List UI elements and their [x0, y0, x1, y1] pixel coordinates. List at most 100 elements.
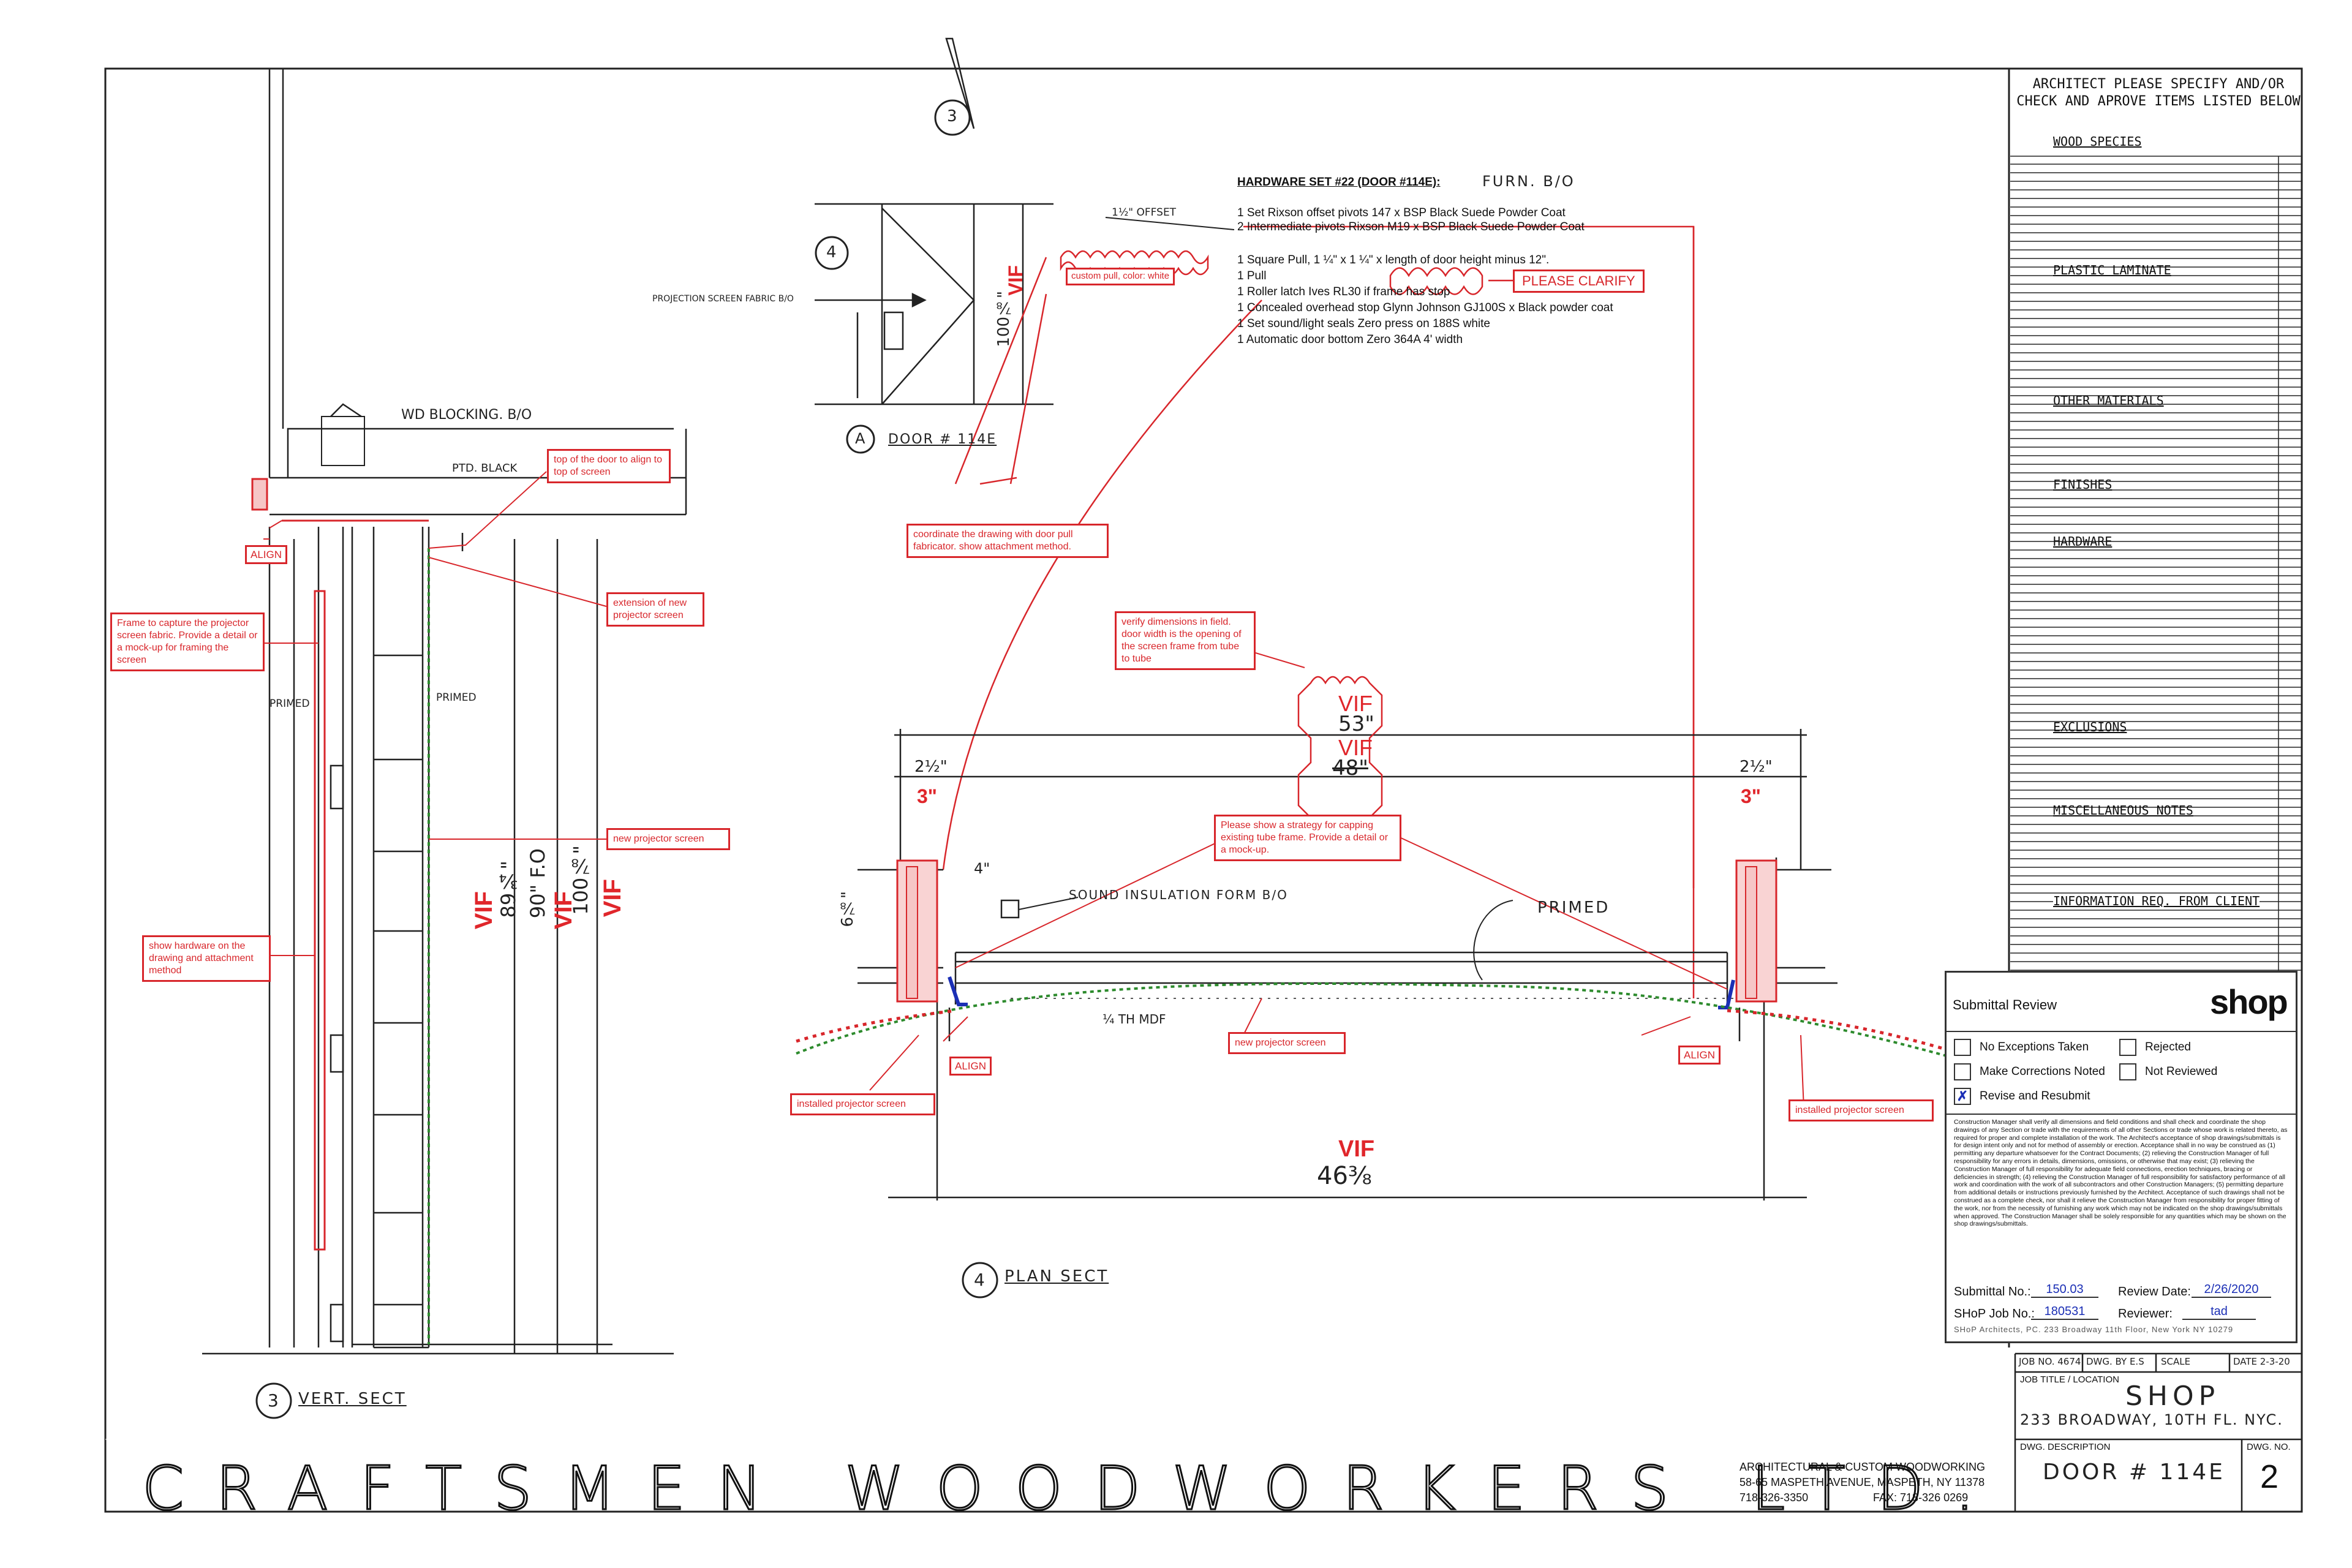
checkbox-icon[interactable] — [2119, 1039, 2136, 1056]
tb-job-title: SHOP — [2125, 1381, 2220, 1412]
review-footer: SHoP Architects, PC. 233 Broadway 11th F… — [1954, 1325, 2234, 1334]
section-info-req: INFORMATION REQ. FROM CLIENT — [2053, 894, 2260, 908]
tb-job-title-label: JOB TITLE / LOCATION — [2020, 1374, 2119, 1385]
top-of-door-note: top of the door to align to top of scree… — [547, 449, 671, 483]
dim-90: 90" F.O — [526, 848, 549, 919]
submittal-review-stamp: Submittal Review shop No Exceptions Take… — [1945, 971, 2297, 1343]
checkbox-icon[interactable] — [1954, 1063, 1971, 1080]
option-rejected[interactable]: Rejected — [2119, 1039, 2191, 1056]
tag-4-circle — [815, 236, 849, 270]
primed-label-left: PRIMED — [270, 698, 310, 710]
tag-4-plan-circle — [962, 1262, 998, 1298]
tag-a-circle — [846, 424, 875, 454]
submittal-no-label: Submittal No.: — [1954, 1285, 2031, 1298]
hardware-furn-note: FURN. B/O — [1482, 173, 1575, 190]
option-revise-resubmit[interactable]: ✗Revise and Resubmit — [1954, 1088, 2090, 1105]
ptd-black-label: PTD. BLACK — [452, 462, 518, 475]
section-misc-notes: MISCELLANEOUS NOTES — [2053, 803, 2193, 818]
dim-100-vert: 100⅞" — [569, 845, 592, 915]
align-tag-vert: ALIGN — [245, 545, 288, 565]
tag-3-vert-circle — [255, 1382, 292, 1419]
offset-note: 1½" OFFSET — [1112, 206, 1177, 219]
verify-dims-note: verify dimensions in field. door width i… — [1115, 611, 1256, 670]
plan-sect-label: PLAN SECT — [1005, 1267, 1109, 1286]
checklist-grid — [2010, 156, 2302, 974]
company-name: CRAFTSMEN WOODWORKERS LTD. — [141, 1453, 2007, 1524]
tb-dwg-by: DWG. BY E.S — [2086, 1356, 2144, 1367]
dim-6: 6⅞" — [839, 891, 857, 927]
detail-a — [815, 37, 1235, 405]
show-hardware-note: show hardware on the drawing and attachm… — [142, 935, 271, 982]
option-make-corrections[interactable]: Make Corrections Noted — [1954, 1063, 2105, 1080]
reviewer-label: Reviewer: — [2118, 1307, 2173, 1321]
hardware-line-2: 2 Intermediate pivots Rixson M19 x BSP B… — [1237, 221, 1585, 233]
option-no-exceptions[interactable]: No Exceptions Taken — [1954, 1039, 2089, 1056]
tb-dwg-no: 2 — [2260, 1458, 2279, 1495]
dim-3-left: 3" — [917, 785, 937, 807]
coordinate-note: coordinate the drawing with door pull fa… — [907, 524, 1109, 558]
dim-2-right: 2½" — [1740, 758, 1773, 776]
plan-section — [858, 729, 1838, 1200]
capping-note: Please show a strategy for capping exist… — [1214, 815, 1401, 861]
tag-a-text: A — [855, 430, 865, 447]
hardware-line-3: 1 Square Pull, 1 ¼" x 1 ¼" x length of d… — [1237, 254, 1550, 266]
reviewer-value: tad — [2182, 1305, 2256, 1320]
hardware-line-6: 1 Concealed overhead stop Glynn Johnson … — [1237, 301, 1613, 314]
submittal-no-value: 150.03 — [2031, 1283, 2098, 1298]
tag-3-circle — [934, 99, 971, 136]
section-hardware: HARDWARE — [2053, 534, 2113, 549]
review-date-label: Review Date: — [2118, 1285, 2191, 1298]
custom-pull-note: custom pull, color: white — [1066, 268, 1175, 285]
checkbox-icon[interactable] — [1954, 1039, 1971, 1056]
section-finishes: FINISHES — [2053, 477, 2113, 492]
sound-insulation-label: SOUND INSULATION FORM B/O — [1069, 888, 1288, 902]
tb-location: 233 BROADWAY, 10TH FL. NYC. — [2020, 1411, 2283, 1428]
primed-label-plan: PRIMED — [1537, 899, 1610, 917]
dim-48: 48" — [1332, 756, 1368, 780]
tb-desc-label: DWG. DESCRIPTION — [2020, 1442, 2111, 1452]
hardware-line-8: 1 Automatic door bottom Zero 364A 4' wid… — [1237, 333, 1463, 346]
dim-100-top: 100⅞" — [995, 291, 1013, 347]
detail-a-redlines — [942, 225, 1695, 998]
checked-checkbox-icon[interactable]: ✗ — [1954, 1088, 1971, 1105]
hardware-line-4: 1 Pull — [1237, 270, 1267, 282]
hardware-line-1: 1 Set Rixson offset pivots 147 x BSP Bla… — [1237, 206, 1566, 219]
tag-4-plan-text: 4 — [974, 1270, 985, 1290]
vertical-section — [202, 69, 687, 1355]
vif-label-vert-1: VIF — [470, 891, 497, 930]
review-date-value: 2/26/2020 — [2192, 1283, 2271, 1298]
extension-note: extension of new projector screen — [606, 592, 704, 627]
tb-desc: DOOR # 114E — [2043, 1460, 2225, 1485]
vif-label-53: VIF — [1338, 691, 1373, 716]
tb-scale: SCALE — [2161, 1356, 2191, 1367]
checklist-header: ARCHITECT PLEASE SPECIFY AND/OR CHECK AN… — [2016, 77, 2301, 109]
hardware-line-5: 1 Roller latch Ives RL30 if frame has st… — [1237, 285, 1450, 298]
shop-logo: shop — [2210, 982, 2288, 1021]
tag-3-vert-text: 3 — [268, 1390, 279, 1411]
section-exclusions: EXCLUSIONS — [2053, 720, 2127, 734]
plan-section-markups — [796, 649, 1961, 1109]
dim-2-left: 2½" — [914, 758, 948, 776]
section-plastic-laminate: PLASTIC LAMINATE — [2053, 263, 2171, 277]
vif-label-48: VIF — [1338, 735, 1373, 760]
job-no-label: SHoP Job No.: — [1954, 1307, 2035, 1321]
dim-3-right: 3" — [1741, 785, 1761, 807]
vif-label-vert-3: VIF — [599, 879, 626, 918]
review-legal-text: Construction Manager shall verify all di… — [1954, 1118, 2288, 1228]
titleblock-grid — [2014, 1352, 2302, 1512]
door-a-label: DOOR # 114E — [888, 432, 997, 447]
review-title: Submittal Review — [1953, 997, 2057, 1012]
tb-dwg-no-label: DWG. NO. — [2247, 1442, 2291, 1452]
roller-latch-cloud — [1389, 267, 1483, 295]
tag-3-text: 3 — [947, 107, 957, 126]
tb-job-no: JOB NO. 4674 — [2019, 1356, 2081, 1367]
option-not-reviewed[interactable]: Not Reviewed — [2119, 1063, 2217, 1080]
vert-sect-label: VERT. SECT — [298, 1390, 407, 1408]
hardware-line-7: 1 Set sound/light seals Zero press on 18… — [1237, 317, 1490, 330]
frame-capture-note: Frame to capture the projector screen fa… — [110, 612, 265, 671]
company-phone: 718-326-3350 — [1740, 1491, 1809, 1504]
please-clarify-note: PLEASE CLARIFY — [1513, 270, 1645, 293]
checkbox-icon[interactable] — [2119, 1063, 2136, 1080]
job-no-value: 180531 — [2031, 1305, 2098, 1320]
vert-section-markups — [251, 471, 607, 1344]
